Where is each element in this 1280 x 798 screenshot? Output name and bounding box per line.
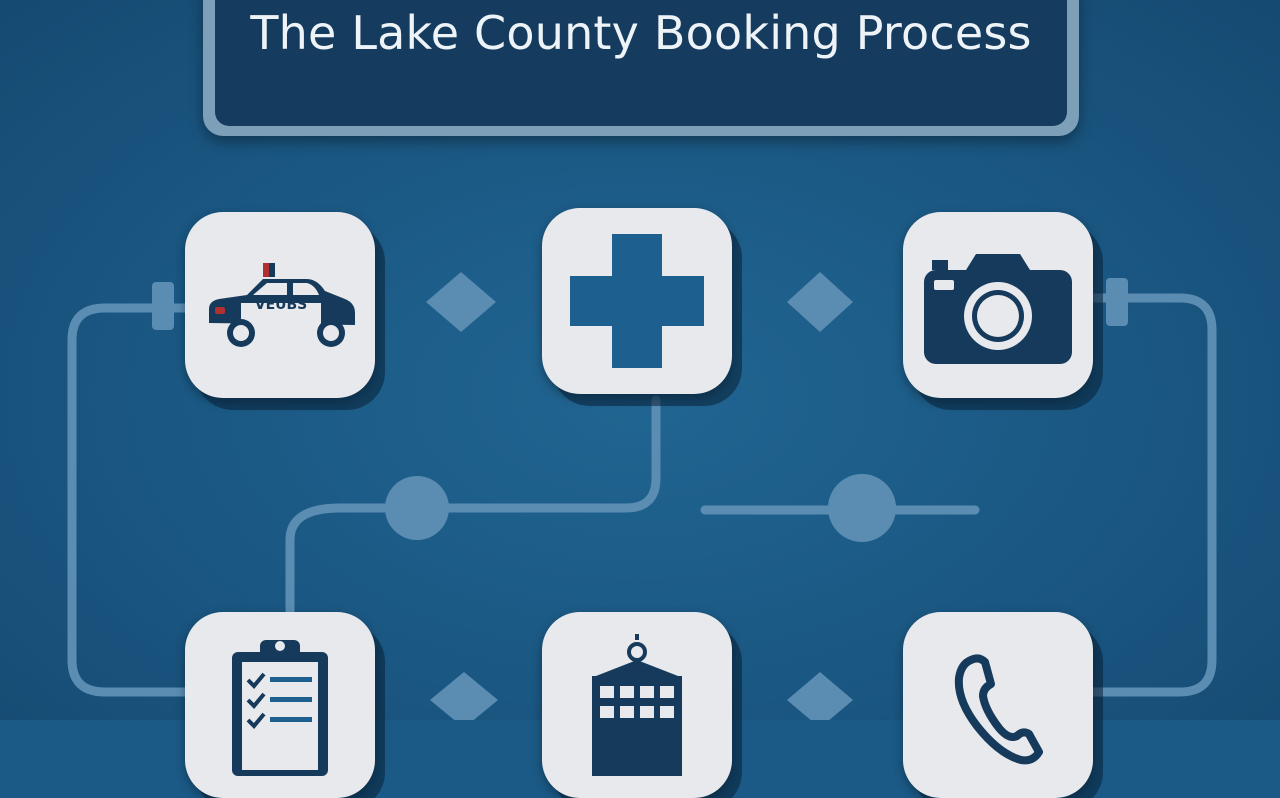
- step-medical: [542, 208, 732, 394]
- medical-cross-icon: [570, 234, 704, 368]
- phone-handset-icon: [954, 654, 1043, 765]
- title-panel: The Lake County Booking Process: [215, 0, 1067, 126]
- connector-tab: [1106, 278, 1128, 326]
- step-paperwork: [185, 612, 375, 798]
- police-car-icon: [209, 263, 355, 347]
- flow-node: [385, 476, 449, 540]
- flow-connectors: [67, 272, 1217, 720]
- title-banner: The Lake County Booking Process: [203, 0, 1079, 136]
- step-phone-call: [903, 612, 1093, 798]
- diamond-connector: [430, 672, 498, 720]
- jail-building-icon: [592, 634, 682, 776]
- car-door-label: VEUBS: [254, 297, 308, 313]
- page-title: The Lake County Booking Process: [250, 6, 1032, 60]
- step-jail: [542, 612, 732, 798]
- diamond-connector: [426, 272, 496, 332]
- step-photo: [903, 212, 1093, 398]
- clipboard-checklist-icon: [232, 640, 328, 776]
- camera-icon: [924, 254, 1072, 364]
- diamond-connector: [787, 672, 853, 720]
- connector-tab: [152, 282, 174, 330]
- step-police-car: [185, 212, 375, 398]
- diamond-connector: [787, 272, 853, 332]
- flow-node: [828, 474, 896, 542]
